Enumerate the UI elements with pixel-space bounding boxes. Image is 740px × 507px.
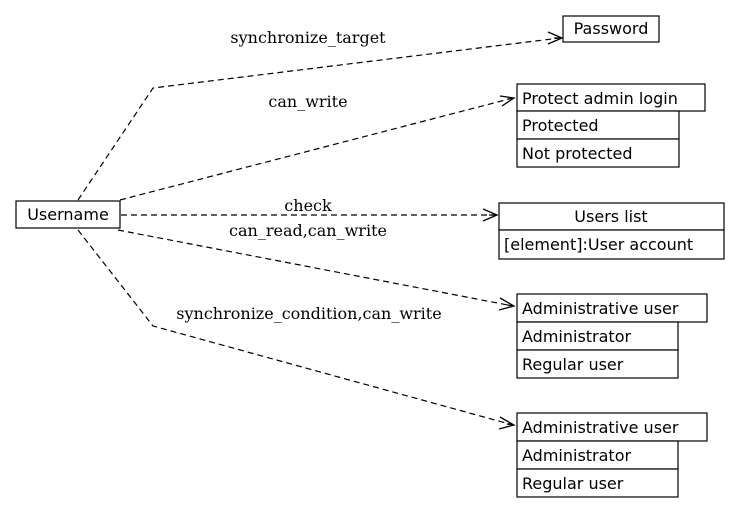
node-administrative-user-2-label: Administrative user bbox=[522, 418, 679, 437]
node-users-list-label: Users list bbox=[574, 207, 647, 226]
users-list-element: [element]:User account bbox=[504, 235, 693, 254]
edge-label-synchronize-target: synchronize_target bbox=[230, 28, 386, 47]
option-administrator-2: Administrator bbox=[522, 446, 631, 465]
option-protected: Protected bbox=[522, 116, 599, 135]
edge-label-can-read-can-write: can_read,can_write bbox=[229, 221, 387, 240]
option-regular-user-1: Regular user bbox=[522, 355, 624, 374]
node-administrative-user-1: Administrative user Administrator Regula… bbox=[516, 293, 708, 379]
edge-can-read-can-write: can_read,can_write bbox=[117, 221, 516, 311]
edge-can-write: can_write bbox=[119, 92, 516, 201]
option-administrator-1: Administrator bbox=[522, 327, 631, 346]
edge-label-can-write: can_write bbox=[268, 92, 347, 111]
edge-synchronize-condition-can-write: synchronize_condition,can_write bbox=[77, 229, 516, 430]
option-regular-user-2: Regular user bbox=[522, 474, 624, 493]
edge-synchronize-target: synchronize_target bbox=[77, 28, 564, 201]
node-protect-admin-login-label: Protect admin login bbox=[522, 89, 678, 108]
node-password-label: Password bbox=[574, 19, 649, 38]
node-username: Username bbox=[15, 200, 121, 229]
node-password: Password bbox=[562, 15, 660, 43]
node-users-list: Users list [element]:User account bbox=[498, 202, 725, 260]
node-administrative-user-1-label: Administrative user bbox=[522, 299, 679, 318]
node-administrative-user-2: Administrative user Administrator Regula… bbox=[516, 412, 708, 498]
node-username-label: Username bbox=[27, 205, 109, 224]
edge-check: check bbox=[121, 196, 499, 222]
node-protect-admin-login: Protect admin login Protected Not protec… bbox=[516, 83, 706, 168]
edge-label-check: check bbox=[284, 196, 332, 215]
option-not-protected: Not protected bbox=[522, 144, 632, 163]
edge-label-synchronize-condition-can-write: synchronize_condition,can_write bbox=[176, 304, 441, 323]
